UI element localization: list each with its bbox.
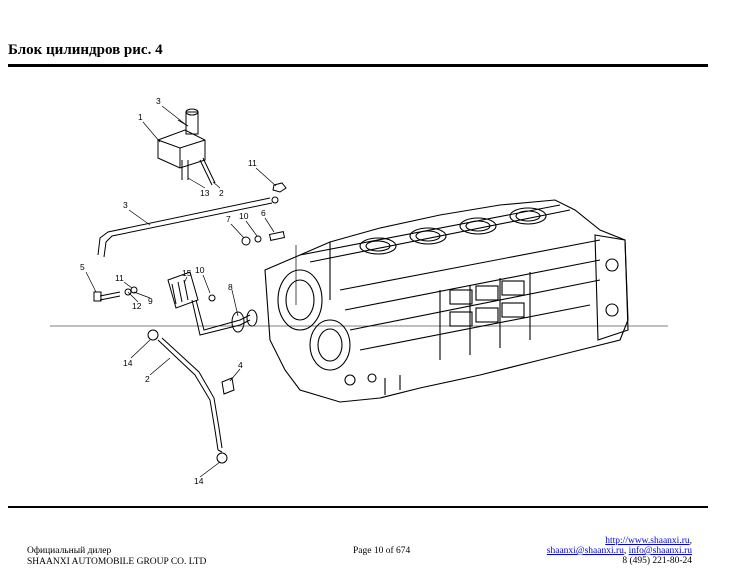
bracket-drawing bbox=[167, 271, 258, 336]
callout-8: 8 bbox=[228, 282, 233, 292]
phone-number: 8 (495) 221-80-24 bbox=[622, 556, 692, 566]
footer-rule bbox=[8, 506, 708, 508]
callout-6: 6 bbox=[261, 208, 266, 218]
callout-4: 4 bbox=[238, 360, 243, 370]
callout-14-mid: 14 bbox=[123, 358, 133, 368]
callout-2-top: 2 bbox=[219, 188, 224, 198]
clamp-drawing bbox=[221, 377, 235, 395]
dealer-line-2: SHAANXI AUTOMOBILE GROUP CO. LTD bbox=[27, 557, 207, 567]
callout-7: 7 bbox=[226, 214, 231, 224]
callout-labels: 3 1 13 2 11 3 7 10 6 5 11 10 15 8 12 9 1… bbox=[80, 96, 266, 486]
contact-info: http://www.shaanxi.ru, shaanxi@shaanxi.r… bbox=[547, 536, 692, 566]
engine-block-drawing bbox=[264, 199, 629, 403]
breather-assembly-drawing bbox=[157, 108, 216, 186]
callout-13: 13 bbox=[200, 188, 210, 198]
header-rule bbox=[8, 64, 708, 67]
callout-15: 15 bbox=[182, 268, 192, 278]
callout-11-top: 11 bbox=[248, 158, 257, 168]
email-separator: , bbox=[623, 546, 629, 556]
callout-11-mid: 11 bbox=[115, 273, 124, 283]
dealer-info: Официальный дилер SHAANXI AUTOMOBILE GRO… bbox=[27, 546, 206, 568]
page-number: Page 10 of 674 bbox=[353, 546, 411, 556]
callout-10-mid: 10 bbox=[195, 265, 205, 275]
website-comma: , bbox=[689, 536, 692, 546]
website-link[interactable]: http://www.shaanxi.ru bbox=[605, 536, 690, 546]
page-title: Блок цилиндров рис. 4 bbox=[8, 42, 163, 58]
callout-5: 5 bbox=[80, 262, 85, 272]
parts-drawing: 3 1 13 2 11 3 7 10 6 5 11 10 15 8 12 9 1… bbox=[50, 96, 668, 486]
dipstick-drawing bbox=[147, 329, 228, 464]
callout-12: 12 bbox=[132, 301, 142, 311]
callout-1: 1 bbox=[138, 112, 143, 122]
email-link-shaanxi[interactable]: shaanxi@shaanxi.ru bbox=[546, 546, 624, 556]
callout-3-tube: 3 bbox=[123, 200, 128, 210]
leader-lines bbox=[85, 105, 297, 478]
callout-2-low: 2 bbox=[145, 374, 150, 384]
tube-drawing bbox=[97, 196, 279, 258]
callout-10-top: 10 bbox=[239, 211, 249, 221]
dealer-line-1: Официальный дилер bbox=[27, 546, 112, 556]
nut-drawing bbox=[272, 182, 287, 193]
callout-3-top: 3 bbox=[156, 96, 161, 106]
callout-9: 9 bbox=[148, 296, 153, 306]
callout-14-bottom: 14 bbox=[194, 476, 204, 486]
email-link-info[interactable]: info@shaanxi.ru bbox=[628, 546, 692, 556]
